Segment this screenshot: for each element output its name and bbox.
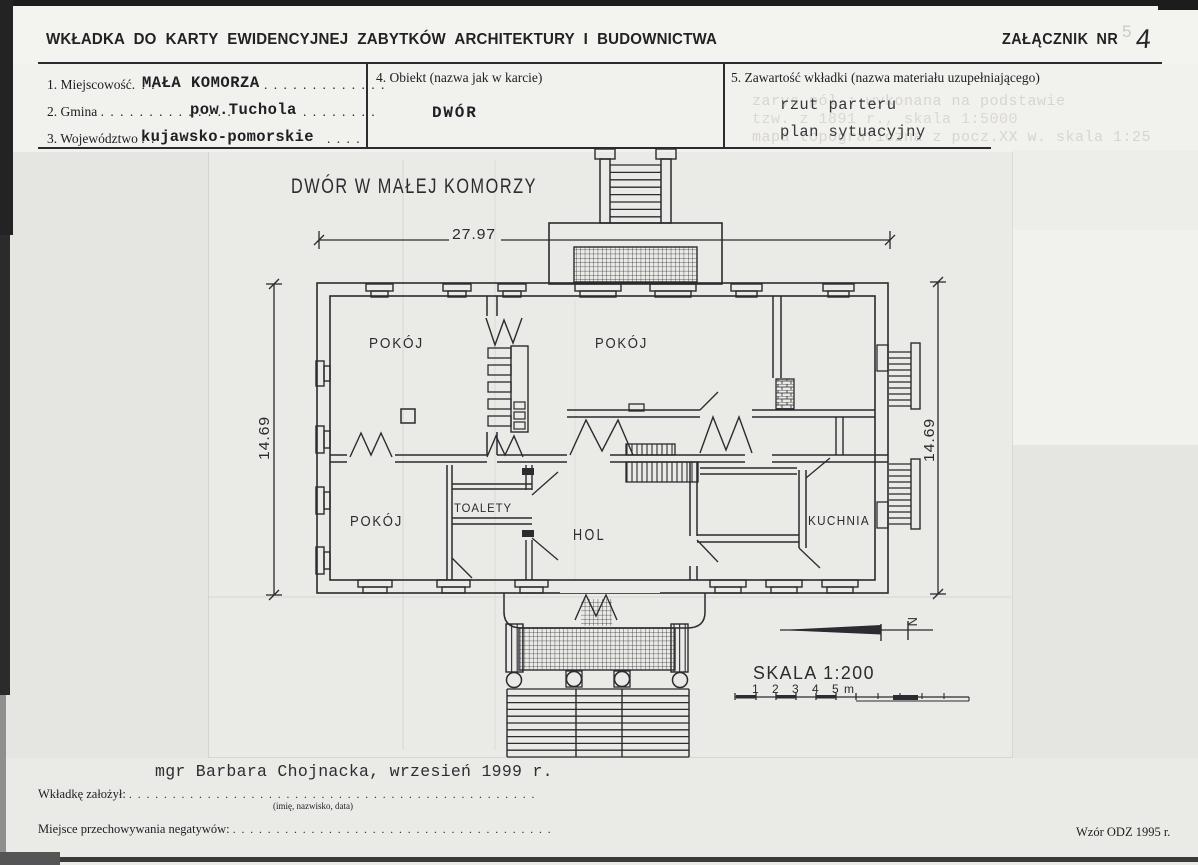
- svg-text:N: N: [905, 617, 920, 626]
- svg-text:2: 2: [772, 682, 779, 696]
- svg-text:4: 4: [812, 682, 819, 696]
- svg-text:POKÓJ: POKÓJ: [350, 513, 403, 530]
- svg-text:HOL: HOL: [573, 527, 606, 544]
- svg-text:TOALETY: TOALETY: [454, 501, 512, 515]
- svg-text:5: 5: [832, 682, 839, 696]
- svg-text:27.97: 27.97: [452, 226, 496, 243]
- svg-text:DWÓR W MAŁEJ KOMORZY: DWÓR W MAŁEJ KOMORZY: [291, 175, 537, 198]
- svg-text:SKALA 1:200: SKALA 1:200: [753, 663, 875, 683]
- svg-text:14.69: 14.69: [256, 416, 273, 460]
- svg-text:POKÓJ: POKÓJ: [369, 335, 424, 352]
- svg-text:1: 1: [752, 682, 759, 696]
- svg-text:3: 3: [792, 682, 799, 696]
- svg-text:m: m: [844, 682, 854, 696]
- svg-text:POKÓJ: POKÓJ: [595, 335, 648, 352]
- svg-text:KUCHNIA: KUCHNIA: [808, 513, 870, 528]
- svg-text:14.69: 14.69: [921, 418, 938, 462]
